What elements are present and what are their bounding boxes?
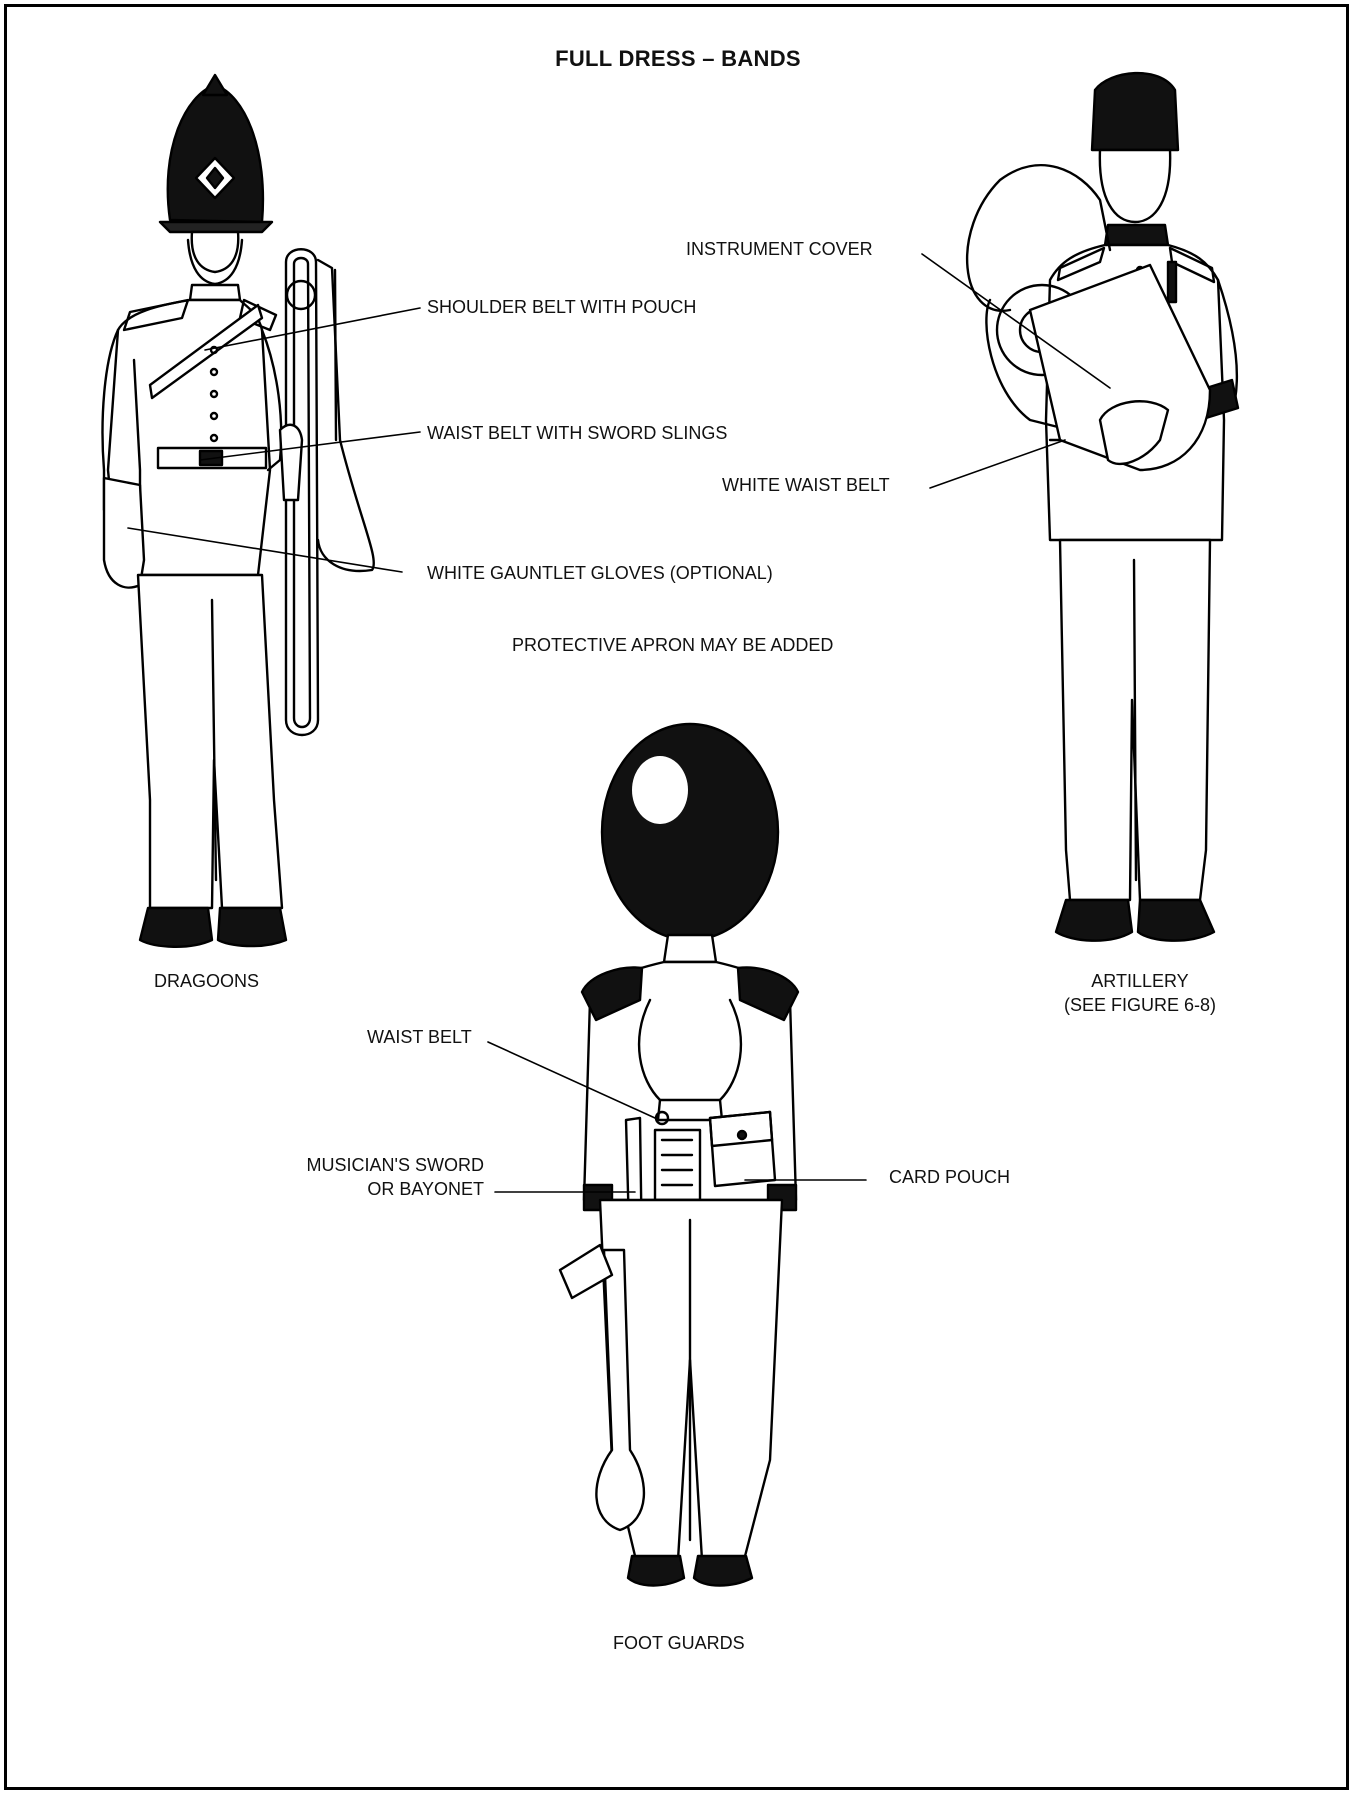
callout-shoulder-belt: SHOULDER BELT WITH POUCH (427, 296, 696, 319)
label-dragoons: DRAGOONS (154, 970, 259, 993)
label-artillery-reference: (SEE FIGURE 6-8) (1040, 994, 1240, 1017)
dragoon-figure (103, 75, 374, 947)
callout-waist-belt: WAIST BELT (367, 1026, 472, 1049)
apron-note: PROTECTIVE APRON MAY BE ADDED (512, 634, 833, 657)
callout-instrument-cover: INSTRUMENT COVER (686, 238, 873, 261)
artillery-figure (967, 73, 1238, 941)
foot-guards-figure (560, 724, 798, 1586)
callout-waist-belt-sword-slings: WAIST BELT WITH SWORD SLINGS (427, 422, 727, 445)
label-artillery: ARTILLERY (1040, 970, 1240, 993)
label-foot-guards: FOOT GUARDS (613, 1632, 745, 1655)
callout-musicians-sword-line2: OR BAYONET (240, 1178, 484, 1201)
callout-white-waist-belt: WHITE WAIST BELT (722, 474, 890, 497)
callout-card-pouch: CARD POUCH (889, 1166, 1010, 1189)
callout-gauntlet-gloves: WHITE GAUNTLET GLOVES (OPTIONAL) (427, 562, 773, 585)
callout-musicians-sword-line1: MUSICIAN'S SWORD (240, 1154, 484, 1177)
